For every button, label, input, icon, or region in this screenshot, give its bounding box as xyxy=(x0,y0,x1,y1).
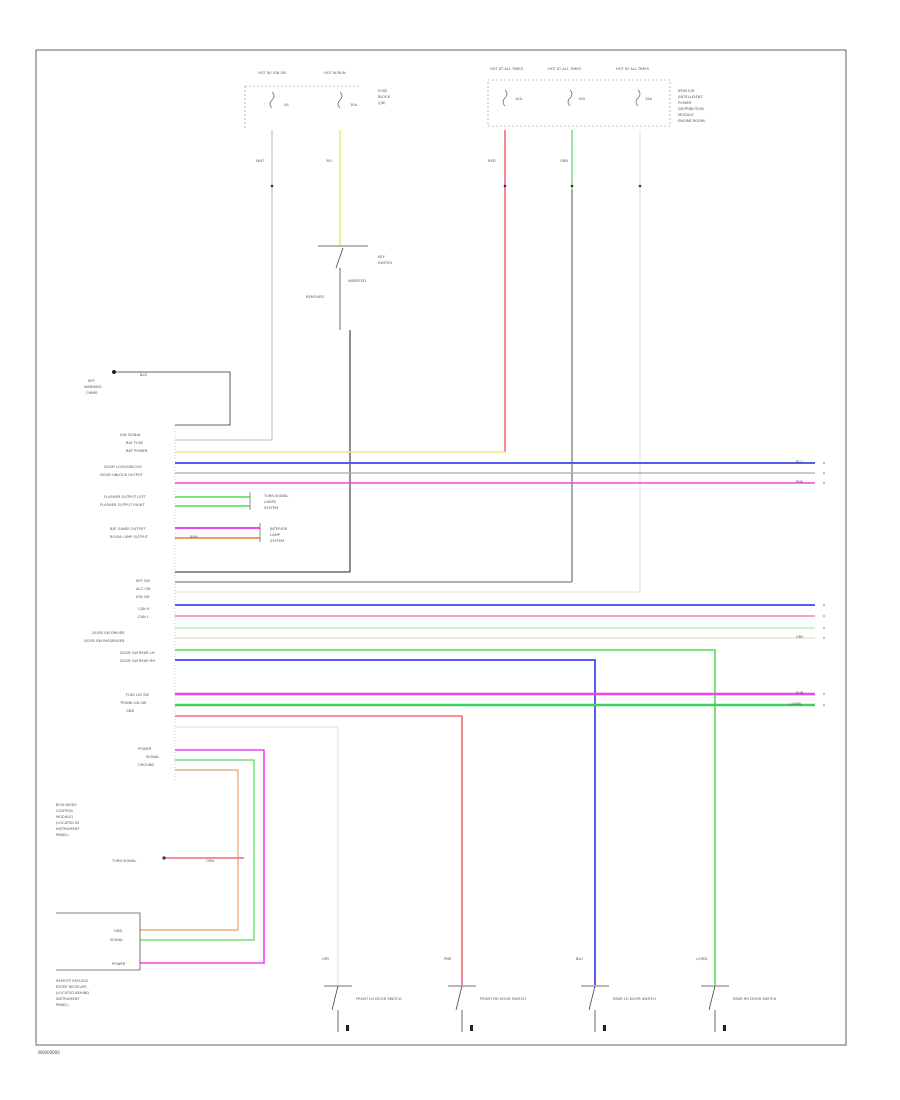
door-switch-front-lh: GRY FRONT LH DOOR SWITCH xyxy=(322,957,402,1032)
svg-text:GRY: GRY xyxy=(322,957,330,961)
fuse-label-3: HOT AT ALL TIMES xyxy=(490,67,524,71)
bcm-caption-3: MODULE) xyxy=(56,815,74,819)
bcm-pin-2: BAT FUSE xyxy=(126,441,144,445)
fuse-value-4: 15A xyxy=(578,97,586,101)
turn-signal-note-1: TURN SIGNAL xyxy=(263,494,288,498)
bcm-pin-10: KEY SW xyxy=(136,579,150,583)
interior-lamp-note-1: INTERIOR xyxy=(270,527,288,531)
wire-tag-pnk: PNK xyxy=(796,480,804,484)
wire-tag-blu: BLU xyxy=(796,460,803,464)
interior-lamp-note-2: LAMP xyxy=(270,533,281,537)
door-switch-front-rh: PNK FRONT RH DOOR SWITCH xyxy=(444,957,526,1032)
wire-tag-lgrn: L/GRN xyxy=(790,702,801,706)
bcm-pin-22: POWER xyxy=(138,747,152,751)
bcm-pin-8: BAT SAVER OUTPUT xyxy=(110,527,146,531)
bcm-pin-6: FLASHER OUTPUT LEFT xyxy=(104,495,147,499)
fuse-label-5: HOT AT ALL TIMES xyxy=(616,67,650,71)
bcm-pin-3: BAT POWER xyxy=(126,449,148,453)
interior-lamp-note-3: SYSTEM xyxy=(270,539,284,543)
wire-tag-wht: WHT xyxy=(256,159,265,163)
wire-tag-red: RED xyxy=(488,159,496,163)
key-warning-3: CHIME xyxy=(86,391,98,395)
fuse-box-caption-1: FUSE xyxy=(378,89,388,93)
turn-signal-note-2: LAMPS xyxy=(264,500,277,504)
bcm-pin-13: CAN H xyxy=(138,607,150,611)
turn-signal-note-3: SYSTEM xyxy=(264,506,278,510)
receiver-caption-4: INSTRUMENT xyxy=(56,997,80,1001)
bcm-pin-1: IGN SIGNAL xyxy=(120,433,141,437)
fuse-value-2: 10A xyxy=(350,103,358,107)
svg-text:BLU: BLU xyxy=(576,957,583,961)
bcm-pin-16: DOOR SW PASSENGER xyxy=(84,639,125,643)
ipdm-caption-1: IPDM E/R xyxy=(678,89,695,93)
fuse-label-2: HOT IN RUN xyxy=(324,71,346,75)
receiver-pin-3: POWER xyxy=(112,962,126,966)
bcm-pin-12: IGN SW xyxy=(136,595,150,599)
fuse-box-caption-3: (J/B) xyxy=(378,101,386,105)
bcm-pin-17: DOOR SW REAR LH xyxy=(120,651,155,655)
key-switch-label-1: KEY xyxy=(378,255,386,259)
bcm-caption-4: (LOCATED IN xyxy=(56,821,79,825)
fuse-value-1: 5A xyxy=(284,103,289,107)
turn-signal-note-4: TURN SIGNAL xyxy=(111,859,136,863)
bcm-pin-21: GND xyxy=(126,709,134,713)
wire-tag-grn: GRN xyxy=(560,159,568,163)
svg-text:FRONT LH DOOR SWITCH: FRONT LH DOOR SWITCH xyxy=(356,997,402,1001)
wire-tag-yel: YEL xyxy=(326,159,332,163)
diagram-frame xyxy=(35,49,847,1046)
bcm-pin-19: FUEL LID SW xyxy=(126,693,149,697)
wire-tag-brn: BRN xyxy=(190,535,198,539)
bcm-pin-4: DOOR LOCK/UNLOCK xyxy=(104,465,142,469)
fuse-box-caption-2: BLOCK xyxy=(378,95,391,99)
svg-text:FRONT RH DOOR SWITCH: FRONT RH DOOR SWITCH xyxy=(480,997,526,1001)
wire-tag-orn: ORN xyxy=(206,859,214,863)
ipdm-caption-5: MODULE xyxy=(678,113,694,117)
bcm-pin-7: FLASHER OUTPUT RIGHT xyxy=(100,503,145,507)
bcm-caption-6: PANEL) xyxy=(56,833,69,837)
svg-text:L/GRN: L/GRN xyxy=(696,957,707,961)
bcm-pin-5: DOOR UNLOCK OUTPUT xyxy=(100,473,144,477)
bcm-pin-18: DOOR SW REAR RH xyxy=(120,659,155,663)
wire-tag-pur: PUR xyxy=(796,691,804,695)
receiver-pin-2: SIGNAL xyxy=(110,938,123,942)
bcm-pin-9: ROOM LAMP OUTPUT xyxy=(110,535,149,539)
receiver-caption-5: PANEL) xyxy=(56,1003,69,1007)
receiver-caption-2: ENTRY RECEIVER xyxy=(56,985,87,989)
bcm-caption-5: INSTRUMENT xyxy=(56,827,80,831)
fuse-label-4: HOT AT ALL TIMES xyxy=(548,67,582,71)
bcm-pin-20: TRUNK LID SW xyxy=(119,701,147,705)
key-warning-1: KEY xyxy=(88,379,96,383)
fuse-label-1: HOT W/ IGN ON xyxy=(258,71,286,75)
fuse-value-3: 10A xyxy=(515,97,523,101)
key-warning-2: WARNING xyxy=(84,385,102,389)
wire-tag-gry: GRY xyxy=(796,635,804,639)
door-switch-rear-lh: BLU REAR LH DOOR SWITCH xyxy=(576,957,656,1032)
wire-tag-blk: BLK xyxy=(140,373,147,377)
svg-text:REAR RH DOOR SWITCH: REAR RH DOOR SWITCH xyxy=(733,997,777,1001)
bcm-pin-11: ACC SW xyxy=(136,587,151,591)
bcm-caption-2: CONTROL xyxy=(56,809,74,813)
bcm-pin-23: SIGNAL xyxy=(146,755,159,759)
key-switch-sub2: REMOVED xyxy=(306,295,324,299)
key-switch-label-2: SWITCH xyxy=(378,261,392,265)
bcm-caption-1: BCM (BODY xyxy=(56,803,77,807)
fuse-value-5: 15A xyxy=(645,97,653,101)
bcm-pin-24: GROUND xyxy=(138,763,154,767)
receiver-caption-3: (LOCATED BEHIND xyxy=(56,991,89,995)
ipdm-caption-2: (INTELLIGENT xyxy=(678,95,703,99)
ipdm-caption-6: ENGINE ROOM) xyxy=(678,119,706,123)
bcm-pin-15: DOOR SW DRIVER xyxy=(92,631,125,635)
svg-text:REAR LH DOOR SWITCH: REAR LH DOOR SWITCH xyxy=(613,997,656,1001)
figure-code: W0000000 xyxy=(38,1050,60,1055)
ipdm-caption-3: POWER xyxy=(678,101,692,105)
ipdm-caption-4: DISTRIBUTION xyxy=(678,107,704,111)
receiver-caption-1: REMOTE KEYLESS xyxy=(56,979,89,983)
door-switch-rear-rh: L/GRN REAR RH DOOR SWITCH xyxy=(696,957,777,1032)
svg-text:PNK: PNK xyxy=(444,957,452,961)
key-switch-sub: INSERTED xyxy=(348,279,366,283)
bcm-pin-14: CAN L xyxy=(138,615,149,619)
receiver-pin-1: GND xyxy=(114,929,122,933)
